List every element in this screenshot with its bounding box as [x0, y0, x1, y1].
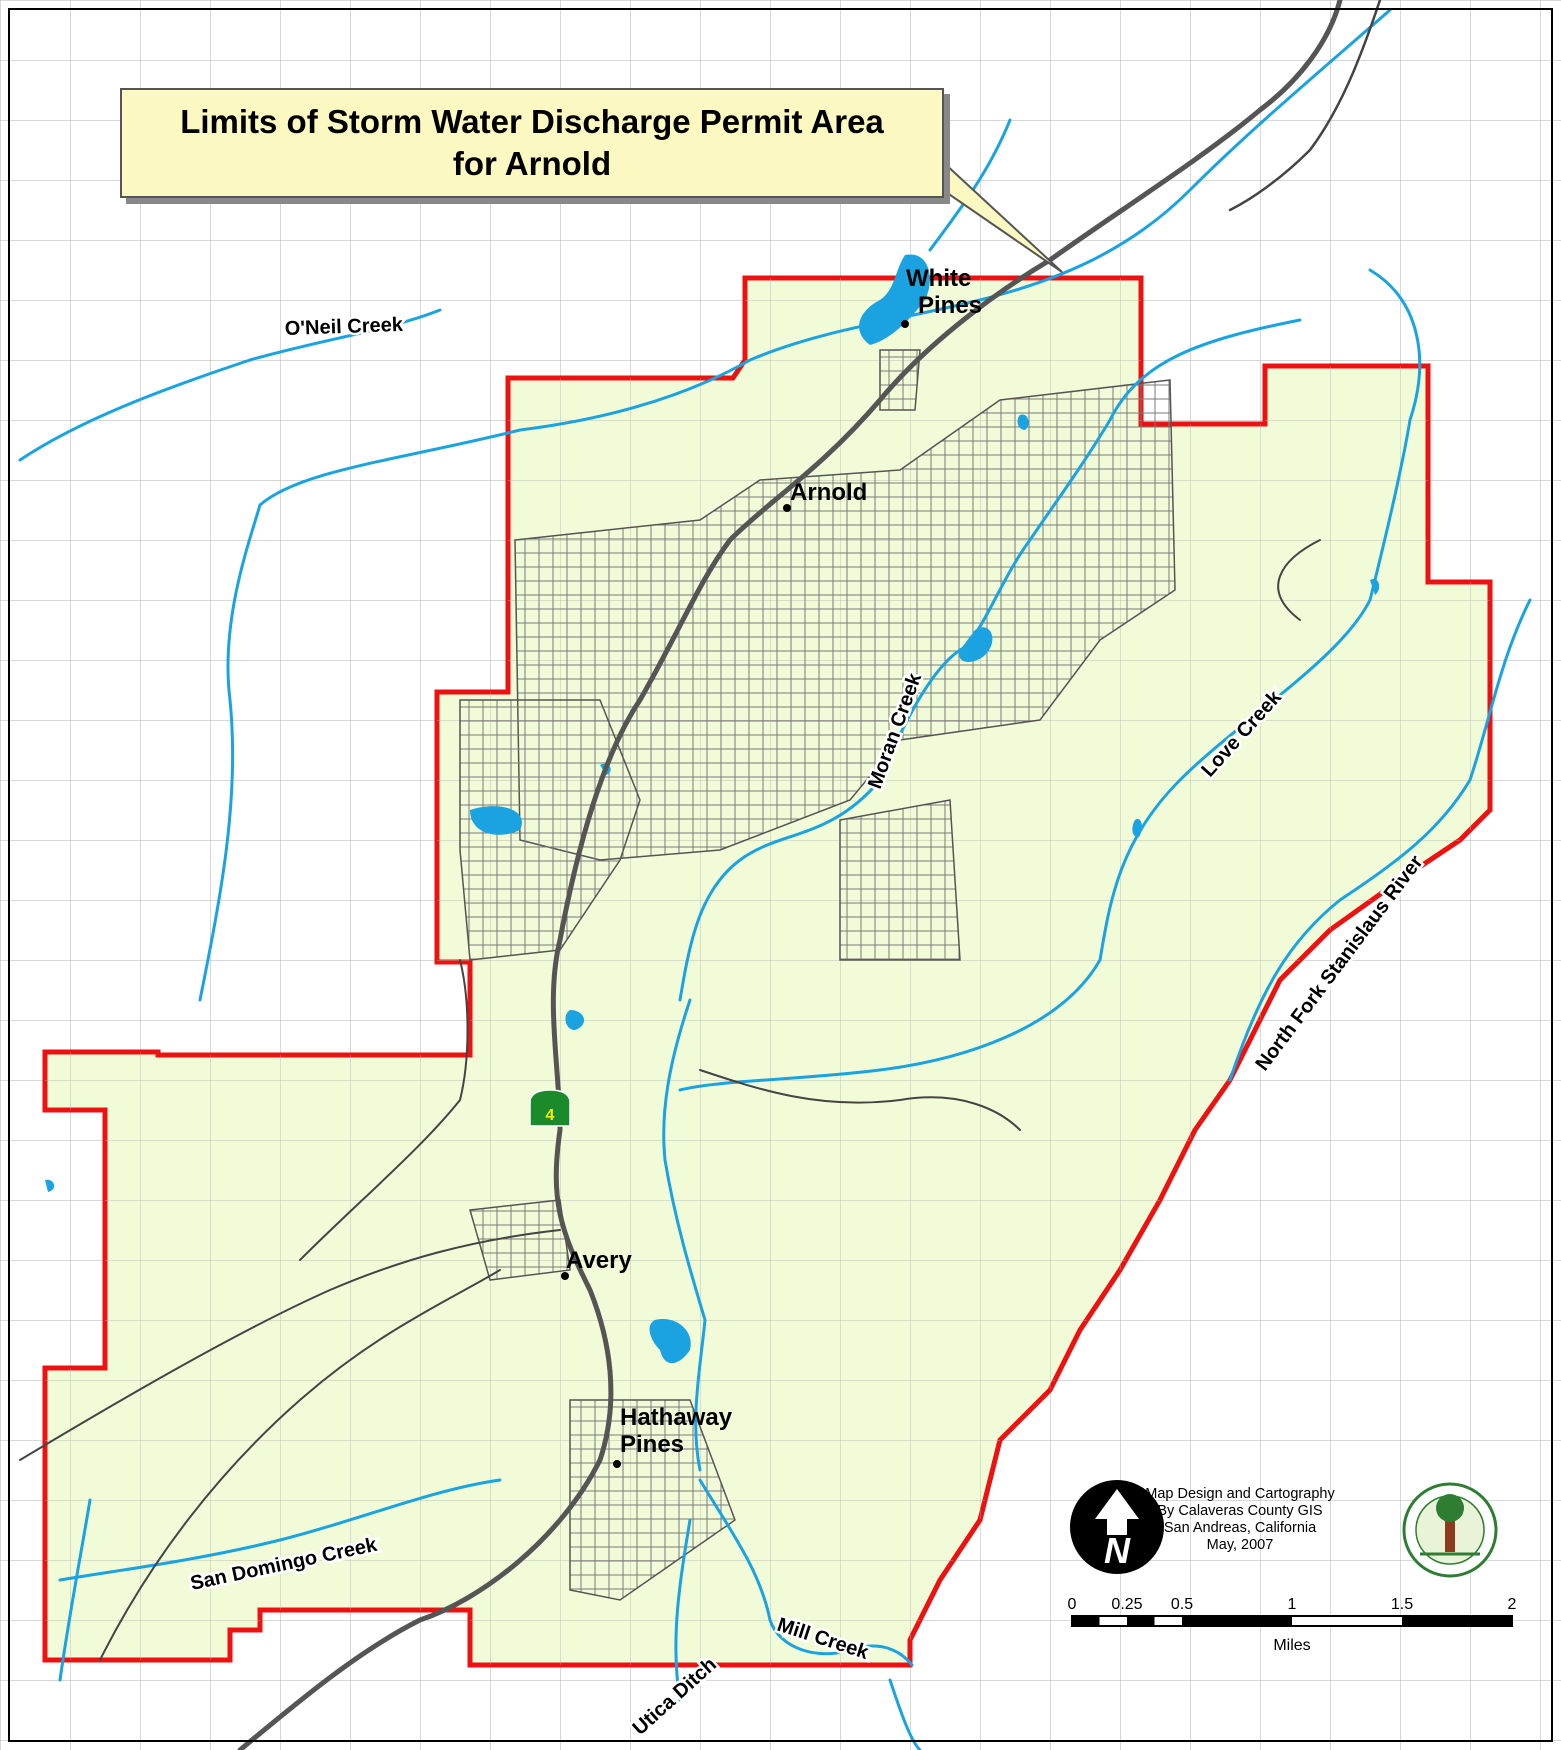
svg-text:N: N	[1104, 1530, 1131, 1571]
place-hathaway-pines: Hathaway Pines	[613, 1404, 733, 1468]
svg-text:Avery: Avery	[566, 1247, 632, 1274]
map-credits: Map Design and Cartography By Calaveras …	[1140, 1486, 1340, 1554]
scale-tick-05: 0.5	[1171, 1596, 1193, 1613]
county-seal-icon	[1402, 1482, 1498, 1578]
scale-tick-1: 1	[1288, 1596, 1297, 1613]
title-line-2: for Arnold	[452, 145, 612, 182]
roads	[19, 0, 1382, 1750]
label-oneil-creek: O'Neil Creek	[284, 314, 404, 340]
north-arrow-icon: N	[1070, 1480, 1164, 1574]
subdivisions	[459, 349, 1176, 1601]
title-callout: Limits of Storm Water Discharge Permit A…	[120, 88, 944, 198]
title-line-1: Limits of Storm Water Discharge Permit A…	[180, 103, 884, 140]
svg-text:Hathaway: Hathaway	[620, 1404, 733, 1431]
scale-tick-0: 0	[1068, 1596, 1077, 1613]
svg-text:Pines: Pines	[620, 1431, 684, 1458]
scale-bar: 0 0.25 0.5 1 1.5 2 Miles	[1068, 1596, 1517, 1654]
svg-text:White: White	[906, 265, 971, 292]
place-avery: Avery	[561, 1247, 632, 1280]
place-arnold: Arnold	[783, 479, 867, 512]
permit-parcels	[45, 278, 1490, 1665]
scale-unit: Miles	[1273, 1637, 1310, 1654]
highway-shield-icon: 4	[529, 1089, 571, 1127]
credit-line-2: By Calaveras County GIS	[1157, 1503, 1323, 1519]
streams	[18, 8, 1532, 1750]
credit-line-3: San Andreas, California	[1163, 1520, 1317, 1536]
credit-line-4: May, 2007	[1206, 1537, 1274, 1553]
svg-text:Arnold: Arnold	[790, 479, 867, 506]
scale-tick-15: 1.5	[1391, 1596, 1413, 1613]
scale-tick-025: 0.25	[1111, 1596, 1142, 1613]
scale-tick-2: 2	[1508, 1596, 1517, 1613]
highway-shield-number: 4	[546, 1107, 555, 1124]
place-white-pines: White Pines	[901, 265, 982, 328]
svg-text:Pines: Pines	[918, 292, 982, 319]
lakes	[45, 254, 1380, 1364]
credit-line-1: Map Design and Cartography	[1145, 1486, 1335, 1502]
